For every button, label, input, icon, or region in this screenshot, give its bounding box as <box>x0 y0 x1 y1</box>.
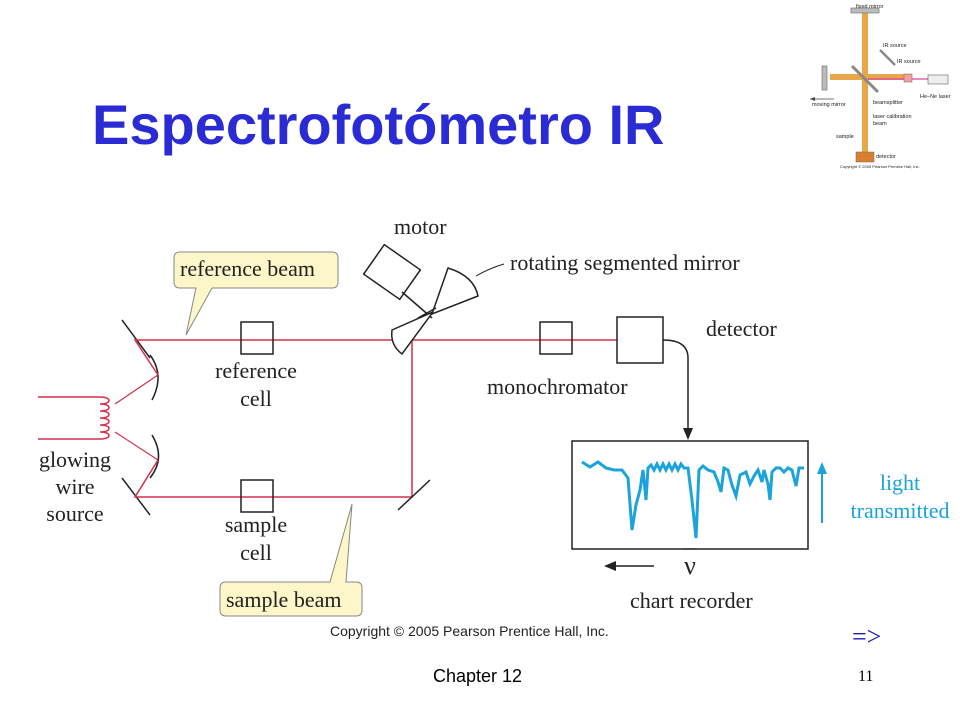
source-label: wire <box>55 474 94 499</box>
inset-beamsplitter <box>850 64 880 94</box>
sample-cell-label: cell <box>240 540 272 565</box>
source-label: glowing <box>39 447 111 472</box>
chapter-footer: Chapter 12 <box>433 666 523 686</box>
inset-label: detector <box>876 154 896 160</box>
light-transmitted-label: light <box>880 470 920 495</box>
sample-beam-callout: sample beam <box>219 503 363 617</box>
sample-cell-label: sample <box>225 512 287 537</box>
monochromator-label: monochromator <box>487 374 628 399</box>
inset-label: IR source <box>883 43 907 49</box>
inset-label: Copyright © 2005 Pearson Prentice Hall, … <box>840 164 920 169</box>
inset-label: He–Ne laser <box>920 94 951 100</box>
inset-moving-mirror <box>821 65 828 91</box>
inset-label: laser calibration <box>873 114 912 120</box>
ir-spectrum-trace <box>581 460 804 539</box>
glowing-wire-source <box>38 374 159 461</box>
inset-label: beam <box>873 121 887 127</box>
detector-signal-line <box>662 339 689 430</box>
page-number: 11 <box>858 668 874 685</box>
inset-label: fixed mirror <box>856 4 884 10</box>
inset-label: beamsplitter <box>873 100 903 106</box>
source-label: source <box>46 501 103 526</box>
next-slide-arrow[interactable]: => <box>852 622 882 651</box>
detector-box <box>616 316 664 364</box>
nu-bar-label: ν <box>684 551 696 580</box>
inset-horizontal-beam <box>830 74 910 80</box>
rotating-segmented-mirror <box>362 243 505 356</box>
beam-paths <box>133 339 618 498</box>
inset-ir-source <box>903 73 913 83</box>
signal-arrow-head <box>683 428 693 440</box>
reference-beam-label: reference beam <box>180 256 315 281</box>
fold-mirror <box>397 479 431 511</box>
reference-beam-callout: reference beam <box>173 251 339 336</box>
nu-arrow-head <box>604 561 616 571</box>
inset-label: sample <box>836 134 854 140</box>
light-transmitted-arrow-head <box>817 462 827 474</box>
copyright-notice: Copyright © 2005 Pearson Prentice Hall, … <box>330 623 609 639</box>
sample-cell <box>240 479 274 513</box>
reference-cell <box>240 321 274 355</box>
inset-laser <box>927 74 949 85</box>
monochromator-box <box>539 321 573 355</box>
inset-label: IR source <box>897 59 921 65</box>
inset-mirror-2 <box>879 49 896 66</box>
inset-arrow-head <box>810 97 815 101</box>
inset-fixed-mirror <box>850 7 880 14</box>
inset-detector <box>855 151 875 163</box>
reference-cell-label: reference <box>215 358 297 383</box>
motor-box <box>362 243 422 301</box>
page-title: Espectrofotómetro IR <box>92 93 665 156</box>
rotating-mirror-label: rotating segmented mirror <box>510 250 740 275</box>
inset-vertical-beam <box>862 12 868 154</box>
motor-label: motor <box>394 214 447 239</box>
interferometer-inset: fixed mirror IR source IR source moving … <box>810 4 951 169</box>
light-transmitted-label: transmitted <box>851 498 950 523</box>
detector-label: detector <box>706 316 778 341</box>
reference-cell-label: cell <box>240 386 272 411</box>
chart-recorder-label: chart recorder <box>630 588 753 613</box>
sample-beam-label: sample beam <box>226 587 341 612</box>
inset-label: moving mirror <box>812 102 846 108</box>
